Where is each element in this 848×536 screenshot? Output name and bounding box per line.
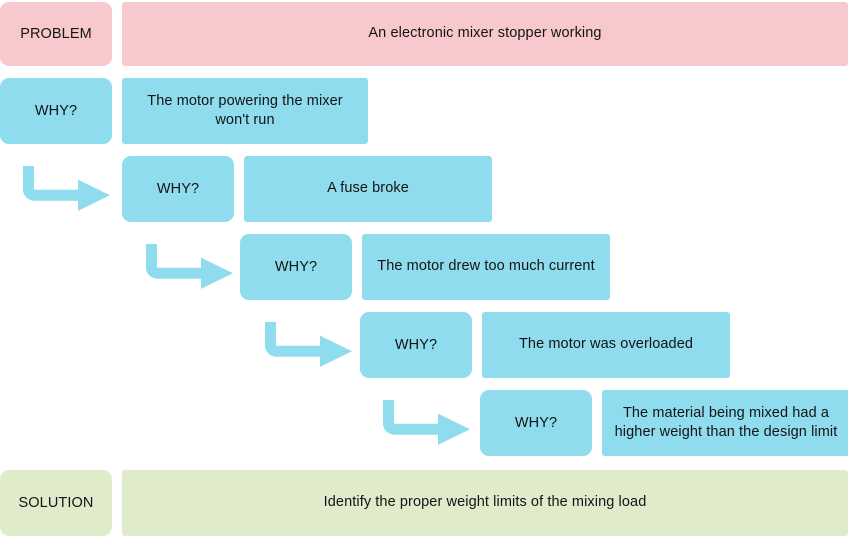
why-label-box-2: WHY? xyxy=(122,156,234,222)
why-label-5: WHY? xyxy=(514,415,558,431)
why-row-4: WHY? The motor was overloaded xyxy=(360,312,730,378)
why-row-2: WHY? A fuse broke xyxy=(122,156,492,222)
why-row-3: WHY? The motor drew too much current xyxy=(240,234,610,300)
why-label-4: WHY? xyxy=(394,337,438,353)
why-text-5: The material being mixed had a higher we… xyxy=(614,404,838,440)
why-text-1: The motor powering the mixer won't run xyxy=(147,92,343,128)
problem-label: PROBLEM xyxy=(20,26,92,42)
why-row-5: WHY? The material being mixed had a high… xyxy=(480,390,848,456)
solution-row: SOLUTION Identify the proper weight limi… xyxy=(0,470,848,536)
why-label-1: WHY? xyxy=(34,103,78,119)
why-label-box-5: WHY? xyxy=(480,390,592,456)
why-text-2: A fuse broke xyxy=(327,180,409,197)
problem-text: An electronic mixer stopper working xyxy=(368,25,602,42)
elbow-arrow-right-icon xyxy=(380,400,472,446)
problem-row: PROBLEM An electronic mixer stopper work… xyxy=(0,2,848,66)
problem-content-box: An electronic mixer stopper working xyxy=(122,2,848,66)
solution-content-box: Identify the proper weight limits of the… xyxy=(122,470,848,536)
why-text-3: The motor drew too much current xyxy=(377,258,595,275)
why-content-box-3: The motor drew too much current xyxy=(362,234,610,300)
why-label-box-4: WHY? xyxy=(360,312,472,378)
why-label-3: WHY? xyxy=(274,259,318,275)
solution-label: SOLUTION xyxy=(18,495,94,511)
why-label-box-1: WHY? xyxy=(0,78,112,144)
elbow-arrow-right-icon xyxy=(262,322,354,368)
why-row-1: WHY? The motor powering the mixer won't … xyxy=(0,78,368,144)
elbow-arrow-right-icon xyxy=(143,244,235,290)
why-content-box-5: The material being mixed had a higher we… xyxy=(602,390,848,456)
why-content-box-4: The motor was overloaded xyxy=(482,312,730,378)
why-label-box-3: WHY? xyxy=(240,234,352,300)
why-content-box-2: A fuse broke xyxy=(244,156,492,222)
why-label-2: WHY? xyxy=(156,181,200,197)
solution-label-box: SOLUTION xyxy=(0,470,112,536)
why-content-box-1: The motor powering the mixer won't run xyxy=(122,78,368,144)
problem-label-box: PROBLEM xyxy=(0,2,112,66)
solution-text: Identify the proper weight limits of the… xyxy=(323,494,647,511)
elbow-arrow-right-icon xyxy=(20,166,112,212)
why-text-4: The motor was overloaded xyxy=(518,336,694,353)
